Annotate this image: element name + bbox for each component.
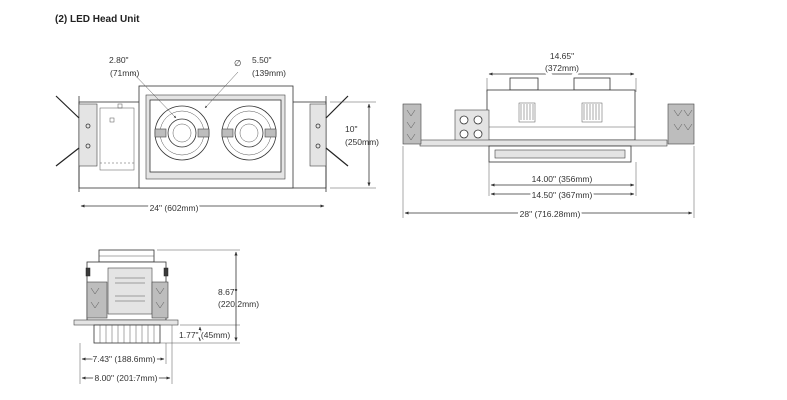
end-view <box>73 249 240 384</box>
left-bracket <box>78 103 98 167</box>
top-aperture-mm: (71mm) <box>110 68 139 78</box>
side-inner-1: 14.00" (356mm) <box>532 174 593 184</box>
top-height-in: 10" <box>345 124 357 134</box>
side-total: 28" (716.28mm) <box>520 209 581 219</box>
side-top-in: 14.65" <box>550 51 574 61</box>
side-inner-2: 14.50" (367mm) <box>532 190 593 200</box>
top-diameter-in: 5.50" <box>252 55 272 65</box>
end-height-mm: (220.2mm) <box>218 299 259 309</box>
lamp-left <box>154 105 210 161</box>
left-hanger <box>402 103 422 145</box>
right-hanger <box>667 103 695 145</box>
page-title: (2) LED Head Unit <box>55 14 140 25</box>
end-flange: 1.77" (45mm) <box>179 330 230 340</box>
top-height-mm: (250mm) <box>345 137 379 147</box>
top-diameter-mm: (139mm) <box>252 68 286 78</box>
right-bracket <box>309 103 327 167</box>
end-width-2: 8.00" (201.7mm) <box>94 373 157 383</box>
side-view <box>402 72 695 218</box>
lamp-right <box>221 105 277 161</box>
diameter-symbol: ∅ <box>234 58 242 68</box>
top-width: 24" (602mm) <box>150 203 199 213</box>
side-top-mm: (372mm) <box>545 63 579 73</box>
end-width-1: 7.43" (188.6mm) <box>92 354 155 364</box>
end-height-in: 8.67" <box>218 287 238 297</box>
top-aperture-in: 2.80" <box>109 55 129 65</box>
top-view <box>55 71 376 208</box>
